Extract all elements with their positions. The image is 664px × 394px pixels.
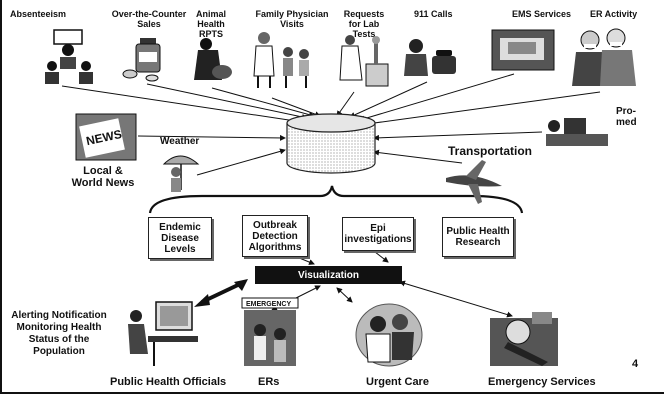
arrow-lab [336,91,355,117]
ambulance-icon [491,29,555,71]
urgent-care-icon [355,303,423,367]
source-news: Local & World News [71,165,135,189]
arrow-911 [349,81,428,118]
visualization-box: Visualization [255,266,402,284]
ers-icon: EMERGENCY [241,297,299,366]
source-otc-sales: Over-the-Counter Sales [111,9,187,29]
source-er-activity: ER Activity [590,9,638,19]
lab-tests-icon [339,35,389,87]
arrow-otc [146,83,308,120]
source-animal-health: Animal Health RPTS [195,9,226,39]
page-number: 4 [632,358,639,370]
arrow-physician [271,97,321,118]
arrow-animal [211,87,315,118]
source-transportation: Transportation [448,144,533,158]
weather-person-icon [162,155,200,192]
output-emergency-services: Emergency Services [488,376,596,388]
source-family-physician: Family Physician Visits [255,9,329,29]
public-health-research-box: Public Health Research [442,217,514,257]
source-ems-services: EMS Services [512,9,572,19]
epi-investigations-box: Epi investigations [342,217,414,251]
source-lab-tests: Requests for Lab Tests [343,9,385,39]
newspaper-icon: NEWS [75,113,137,161]
output-public-health-officials: Public Health Officials [110,376,227,388]
arrow-transport [373,149,463,164]
output-ers: ERs [258,376,280,388]
arrow-ems [359,73,515,122]
arrow-viz-emergency [399,280,513,318]
arrow-promed [373,131,543,141]
phone-911-icon [404,39,456,76]
public-health-officials-icon [128,301,198,366]
er-surgeons-icon [572,28,636,86]
source-absenteeism: Absenteeism [10,9,67,19]
medicine-bottle-icon [122,38,161,82]
source-promed: Pro-med [616,106,637,128]
absenteeism-icon [45,29,93,84]
er-sign-label: EMERGENCY [246,301,291,308]
arrow-weather [196,148,286,176]
grouping-brace [148,185,524,214]
airplane-icon [446,160,502,204]
source-weather: Weather [160,136,200,147]
family-physician-icon [253,32,309,88]
outbreak-detection-box: Outbreak Detection Algorithms [242,215,308,257]
arrow-absenteeism [61,85,303,125]
arrow-viz-urgent [336,287,353,303]
source-911-calls: 911 Calls [414,9,453,19]
arrow-news [137,134,286,141]
output-urgent-care: Urgent Care [366,376,429,388]
arrow-er [366,91,601,127]
alerting-note: Alerting Notification Monitoring Health … [11,310,107,357]
database-icon [286,113,376,174]
endemic-disease-box: Endemic Disease Levels [148,217,212,259]
computer-desk-icon [546,118,608,146]
animal-health-icon [194,38,232,80]
emergency-services-icon [490,312,558,366]
